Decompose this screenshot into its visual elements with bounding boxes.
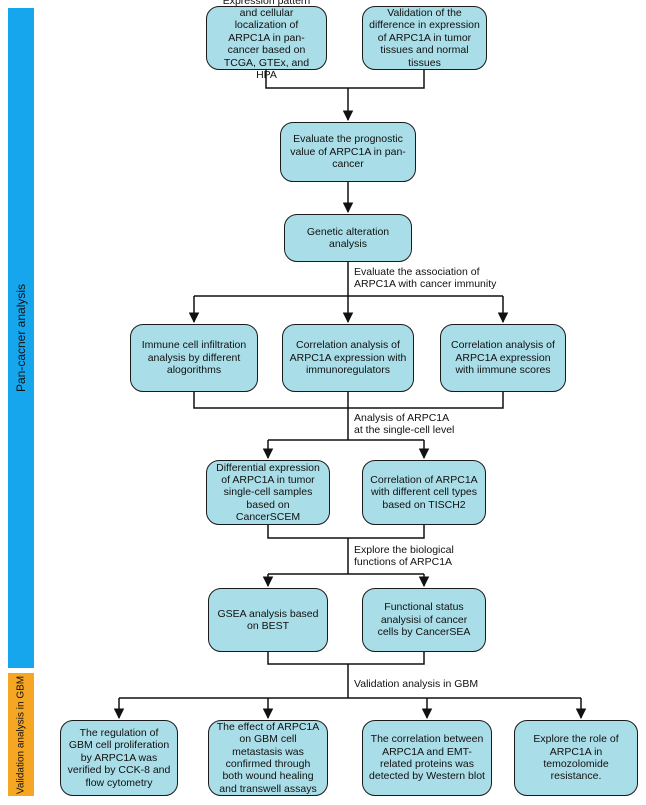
box-immune-infiltration-text: Immune cell infiltration analysis by dif…	[141, 339, 247, 377]
box-validation-difference: Validation of the difference in expressi…	[362, 6, 487, 70]
validation-section-bar: Validation analysis in GBM	[8, 673, 34, 796]
label-biological-line1: Explore the biological	[354, 544, 454, 556]
box-expression-pattern-text: Expression pattern and cellular localiza…	[222, 0, 311, 81]
box-metastasis: The effect of ARPC1A on GBM cell metasta…	[208, 720, 328, 796]
box-prognostic: Evaluate the prognostic value of ARPC1A …	[280, 122, 416, 182]
box-differential-expression-text: Differential expression of ARPC1A in tum…	[216, 461, 320, 524]
connector-single-cell-merge	[267, 525, 425, 539]
label-single-cell: Analysis of ARPC1A at the single-cell le…	[354, 412, 454, 437]
box-metastasis-text: The effect of ARPC1A on GBM cell metasta…	[216, 720, 320, 795]
box-immune-infiltration: Immune cell infiltration analysis by dif…	[130, 324, 258, 392]
label-cancer-immunity: Evaluate the association of ARPC1A with …	[354, 266, 496, 291]
label-single-cell-line1: Analysis of ARPC1A	[354, 412, 450, 424]
box-gsea: GSEA analysis based on BEST	[208, 588, 328, 652]
pan-cancer-section-bar: Pan-cacner analysis	[8, 8, 34, 668]
box-immune-scores: Correlation analysis of ARPC1A expressio…	[440, 324, 566, 392]
label-biological: Explore the biological functions of ARPC…	[354, 544, 454, 569]
box-temozolomide-text: Explore the role of ARPC1A in temozolomi…	[533, 733, 619, 783]
box-differential-expression: Differential expression of ARPC1A in tum…	[206, 460, 330, 525]
box-genetic-alteration: Genetic alteration analysis	[284, 214, 412, 262]
box-functional-status-text: Functional status analysisi of cancer ce…	[377, 601, 471, 639]
box-immunoregulators-text: Correlation analysis of ARPC1A expressio…	[289, 339, 407, 377]
box-functional-status: Functional status analysisi of cancer ce…	[362, 588, 486, 652]
box-proliferation: The regulation of GBM cell proliferation…	[60, 720, 178, 796]
box-cell-types: Correlation of ARPC1A with different cel…	[362, 460, 486, 525]
box-proliferation-text: The regulation of GBM cell proliferation…	[67, 727, 171, 789]
connector-biological-merge	[267, 652, 425, 665]
label-validation-gbm: Validation analysis in GBM	[354, 678, 478, 690]
box-cell-types-text: Correlation of ARPC1A with different cel…	[370, 473, 478, 511]
box-emt-text: The correlation between ARPC1A and EMT-r…	[369, 733, 485, 783]
box-immune-scores-text: Correlation analysis of ARPC1A expressio…	[451, 339, 555, 377]
connector-top-left	[265, 70, 348, 89]
box-genetic-alteration-text: Genetic alteration analysis	[306, 225, 390, 250]
connector-top-right	[348, 70, 425, 89]
box-gsea-text: GSEA analysis based on BEST	[217, 607, 319, 632]
label-single-cell-line2: at the single-cell level	[354, 424, 455, 437]
box-temozolomide: Explore the role of ARPC1A in temozolomi…	[514, 720, 638, 796]
label-cancer-immunity-line2: ARPC1A with cancer immunity	[354, 278, 497, 291]
label-cancer-immunity-line1: Evaluate the association of	[354, 266, 480, 278]
box-expression-pattern: Expression pattern and cellular localiza…	[206, 0, 327, 81]
box-prognostic-text: Evaluate the prognostic value of ARPC1A …	[290, 133, 406, 171]
box-immunoregulators: Correlation analysis of ARPC1A expressio…	[282, 324, 414, 392]
label-validation-gbm-line1: Validation analysis in GBM	[354, 678, 479, 690]
box-emt: The correlation between ARPC1A and EMT-r…	[362, 720, 492, 796]
box-validation-difference-text: Validation of the difference in expressi…	[369, 7, 480, 69]
label-biological-line2: functions of ARPC1A	[354, 556, 453, 569]
